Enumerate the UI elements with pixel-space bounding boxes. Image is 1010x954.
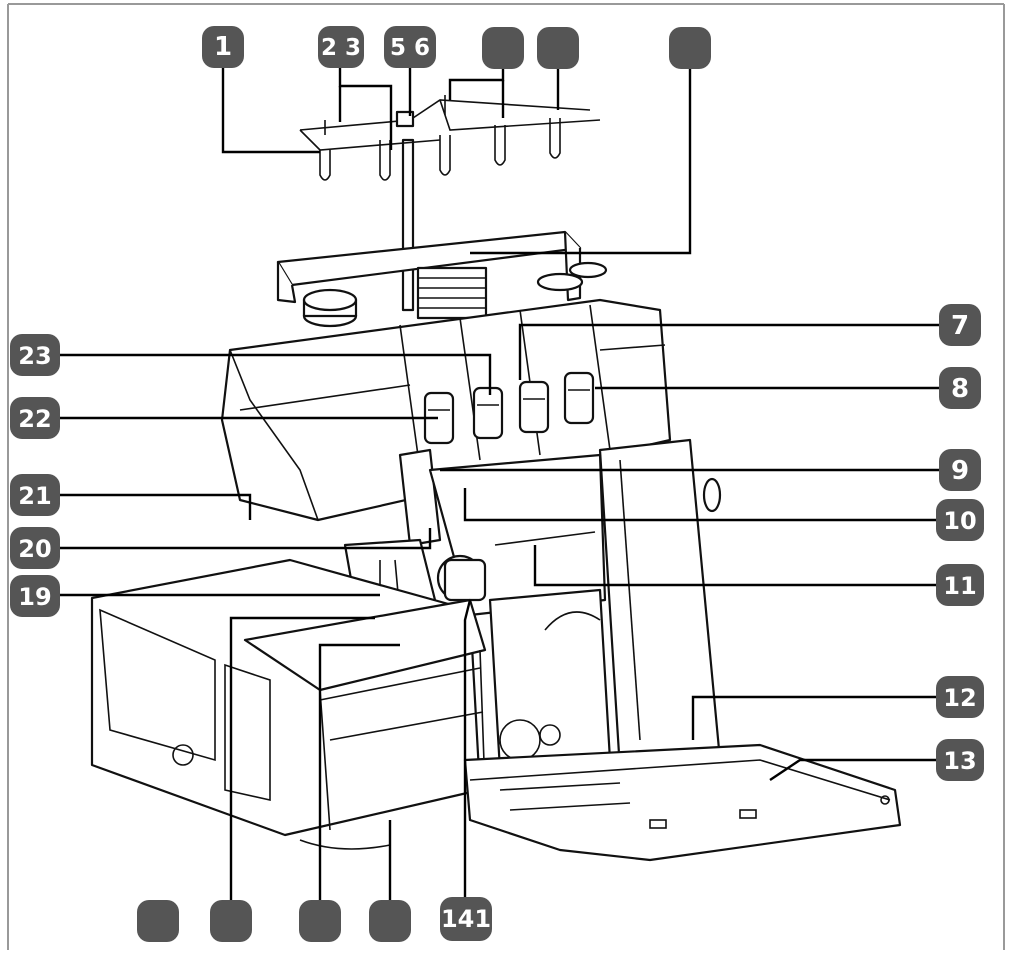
callout-bottom-d (369, 900, 411, 942)
svg-text:12: 12 (943, 684, 976, 712)
svg-text:2 3: 2 3 (321, 35, 361, 61)
callout-top-c (669, 27, 711, 69)
callout-badges: 1 2 3 5 6 7 8 (10, 26, 984, 942)
svg-text:11: 11 (943, 572, 976, 600)
svg-text:21: 21 (18, 482, 51, 510)
callout-top-b (537, 27, 579, 69)
callout-8: 8 (939, 367, 981, 409)
svg-text:1: 1 (214, 32, 232, 62)
callout-19: 19 (10, 575, 60, 617)
callout-top-a (482, 27, 524, 69)
callout-12: 12 (936, 676, 984, 718)
callout-21: 21 (10, 474, 60, 516)
svg-text:23: 23 (18, 342, 51, 370)
callout-10: 10 (936, 499, 984, 541)
svg-text:20: 20 (18, 535, 51, 563)
callout-9: 9 (939, 449, 981, 491)
machine-illustration (90, 95, 902, 862)
callout-1: 1 (202, 26, 244, 68)
svg-text:9: 9 (951, 456, 969, 486)
leader-lines (42, 44, 955, 910)
callout-5-6: 5 6 (384, 26, 436, 68)
svg-text:10: 10 (943, 507, 976, 535)
callout-20: 20 (10, 527, 60, 569)
svg-text:141: 141 (441, 905, 491, 933)
callout-bottom-b (210, 900, 252, 942)
svg-text:7: 7 (951, 311, 969, 341)
callout-13: 13 (936, 739, 984, 781)
callout-2-3: 2 3 (318, 26, 364, 68)
svg-text:13: 13 (943, 747, 976, 775)
svg-text:19: 19 (18, 583, 51, 611)
callout-11: 11 (936, 564, 984, 606)
callout-22: 22 (10, 397, 60, 439)
callout-7: 7 (939, 304, 981, 346)
svg-text:22: 22 (18, 405, 51, 433)
callout-bottom-c (299, 900, 341, 942)
callout-23: 23 (10, 334, 60, 376)
callout-14: 141 (440, 897, 492, 941)
svg-text:8: 8 (951, 374, 969, 404)
callout-bottom-a (137, 900, 179, 942)
svg-text:5 6: 5 6 (390, 35, 430, 61)
